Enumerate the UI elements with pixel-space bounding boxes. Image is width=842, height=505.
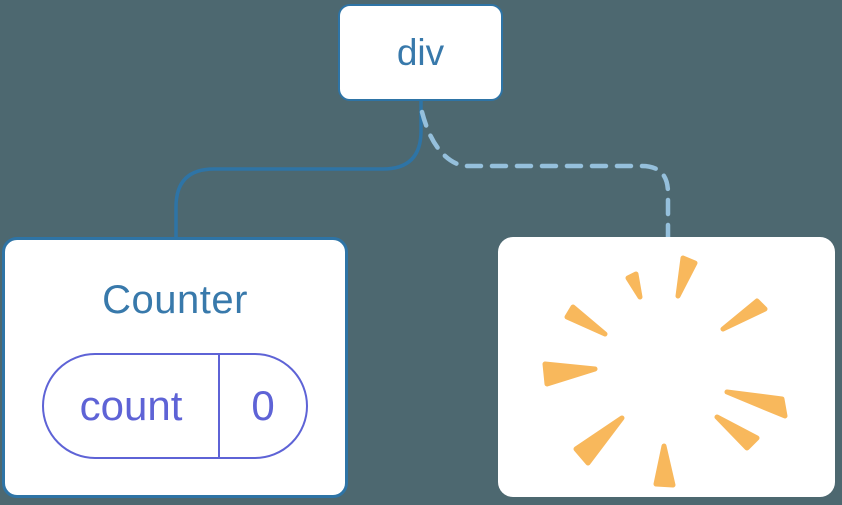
state-pill: count 0 [42,353,308,459]
connector-dashed-line [419,109,671,241]
component-title: Counter [102,278,248,322]
connector-solid-line [174,101,423,238]
poof-ray [573,415,625,466]
root-node-label: div [396,31,445,73]
root-node-div: div [338,4,503,101]
poof-ray [720,298,768,332]
poof-ray [625,271,643,300]
poof-ray [564,304,608,337]
state-key-label: count [44,355,220,457]
counter-component-card: Counter count 0 [2,237,348,498]
poof-ray [675,255,698,299]
poof-ray [714,414,760,451]
removed-component-card [498,237,835,497]
poof-ray [542,361,598,387]
poof-ray [653,443,676,488]
poof-ray [724,389,788,419]
poof-burst-icon [542,255,788,488]
state-value-label: 0 [251,382,275,429]
